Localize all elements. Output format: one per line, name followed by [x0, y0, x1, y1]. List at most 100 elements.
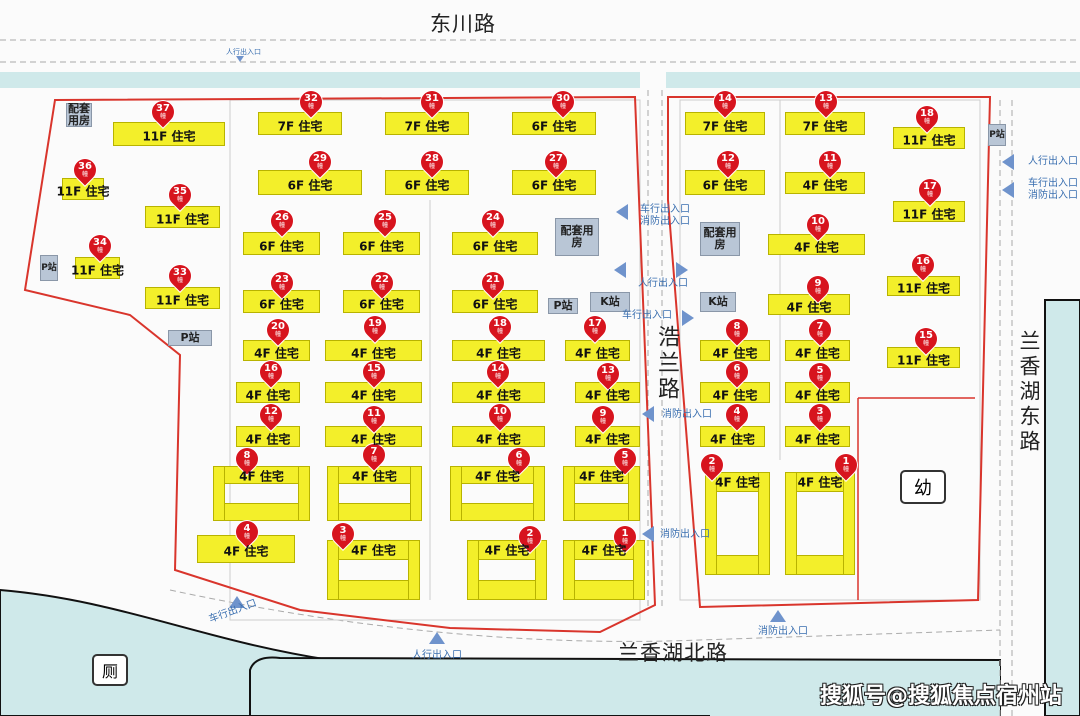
building-west-5[interactable] — [563, 466, 640, 521]
building-label: 11F 住宅 — [155, 212, 210, 227]
building-label: 4F 住宅 — [476, 388, 521, 402]
building-west-2[interactable] — [467, 540, 547, 600]
facility-9: P站 — [988, 124, 1006, 146]
building-label: 4F 住宅 — [795, 346, 840, 360]
building-label: 6F 住宅 — [259, 239, 304, 253]
building-label: 4F 住宅 — [239, 469, 284, 484]
building-east-1[interactable] — [785, 472, 855, 575]
entrance-arrow-icon — [642, 526, 654, 542]
building-label: 4F 住宅 — [579, 469, 624, 484]
building-wing — [327, 540, 339, 600]
building-label: 4F 住宅 — [585, 432, 630, 446]
building-label: 7F 住宅 — [404, 119, 450, 133]
building-label: 4F 住宅 — [245, 388, 291, 402]
toilet-marker: 厕 — [92, 654, 128, 686]
building-label: 4F 住宅 — [575, 346, 620, 360]
building-west-1[interactable] — [563, 540, 645, 600]
west-site-boundary — [23, 95, 657, 634]
building-label: 4F 住宅 — [254, 346, 299, 360]
building-west-32[interactable] — [258, 112, 342, 135]
building-west-8[interactable] — [213, 466, 310, 521]
building-label: 4F 住宅 — [476, 432, 521, 446]
building-label: 4F 住宅 — [712, 346, 758, 360]
building-label: 4F 住宅 — [797, 475, 843, 490]
building-label: 11F 住宅 — [155, 293, 210, 308]
building-label: 11F 住宅 — [142, 129, 196, 144]
building-wing — [467, 540, 479, 600]
building-wing — [563, 466, 575, 521]
building-label: 7F 住宅 — [702, 119, 748, 133]
north-canal-west — [0, 72, 640, 88]
building-label: 4F 住宅 — [351, 346, 396, 360]
building-label: 4F 住宅 — [352, 469, 397, 484]
facility-2: P站 — [40, 255, 58, 281]
building-west-3[interactable] — [327, 540, 420, 600]
building-west-30[interactable] — [512, 112, 596, 135]
building-wing — [563, 540, 575, 600]
building-wing — [327, 580, 420, 600]
building-label: 4F 住宅 — [245, 432, 291, 446]
facility-8: K站 — [700, 292, 736, 312]
building-label: 11F 住宅 — [70, 263, 125, 278]
facility-1: 配套用房 — [66, 102, 92, 127]
building-label: 4F 住宅 — [715, 475, 760, 490]
building-west-37[interactable] — [113, 122, 225, 146]
north-canal-east — [666, 72, 1080, 88]
entrance-label: 车行出入口消防出入口 — [1028, 178, 1078, 201]
building-label: 11F 住宅 — [902, 207, 956, 221]
building-label: 6F 住宅 — [531, 178, 577, 192]
east-site-boundary — [667, 96, 992, 609]
facility-3: P站 — [168, 330, 212, 346]
building-west-17[interactable] — [565, 340, 630, 361]
road-lines — [0, 39, 1080, 716]
entrance-label: 人行出入口 — [1028, 156, 1078, 167]
entrance-arrow-icon — [229, 596, 245, 608]
building-label: 6F 住宅 — [702, 178, 748, 192]
watermark: 搜狐号@搜狐焦点宿州站 — [820, 684, 1063, 709]
building-label: 6F 住宅 — [531, 119, 577, 133]
building-label: 4F 住宅 — [476, 346, 521, 360]
building-label: 6F 住宅 — [472, 239, 518, 253]
building-west-29[interactable] — [258, 170, 362, 195]
building-label: 6F 住宅 — [359, 239, 404, 253]
entrance-label: 车行出入口消防出入口 — [640, 204, 690, 227]
building-wing — [785, 472, 797, 575]
building-east-2[interactable] — [705, 472, 770, 575]
entrance-arrow-icon — [770, 610, 786, 622]
entrance-label: 消防出入口 — [660, 529, 710, 540]
building-wing — [535, 540, 547, 600]
entrance-label: 人行出入口 — [226, 48, 261, 56]
building-wing — [408, 540, 420, 600]
entrance-arrow-icon — [1002, 182, 1014, 198]
entrance-label: 人行出入口 — [412, 650, 462, 661]
building-wing — [533, 466, 545, 521]
